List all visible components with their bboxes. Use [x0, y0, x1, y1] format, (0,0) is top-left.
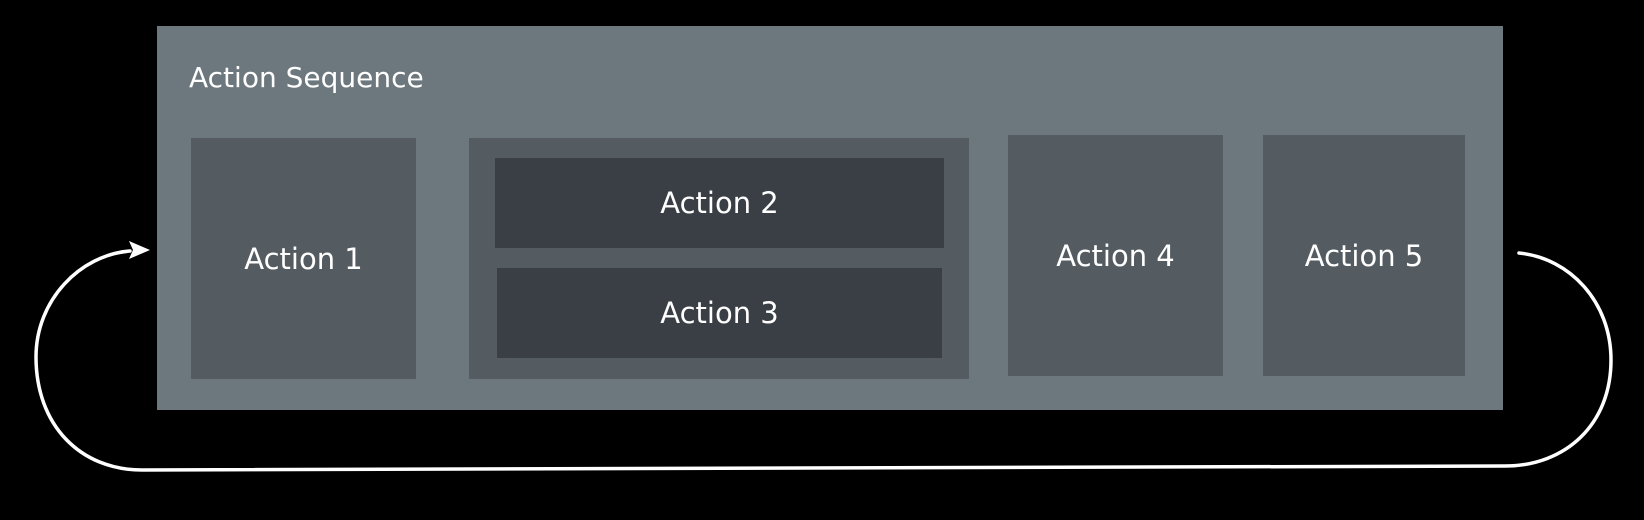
action-1-box: Action 1	[191, 138, 416, 379]
action-1-label: Action 1	[244, 241, 363, 276]
loop-arrow-path	[34, 249, 1613, 472]
action-4-label: Action 4	[1056, 238, 1175, 273]
action-5-box: Action 5	[1263, 135, 1465, 376]
action-2-label: Action 2	[660, 186, 779, 220]
loop-arrowhead	[129, 241, 150, 259]
action-4-box: Action 4	[1008, 135, 1223, 376]
action-3-label: Action 3	[660, 296, 779, 330]
action-5-label: Action 5	[1304, 238, 1424, 273]
action-3-box: Action 3	[497, 268, 942, 358]
action-2-box: Action 2	[495, 158, 944, 248]
sequence-title: Action Sequence	[189, 61, 424, 94]
